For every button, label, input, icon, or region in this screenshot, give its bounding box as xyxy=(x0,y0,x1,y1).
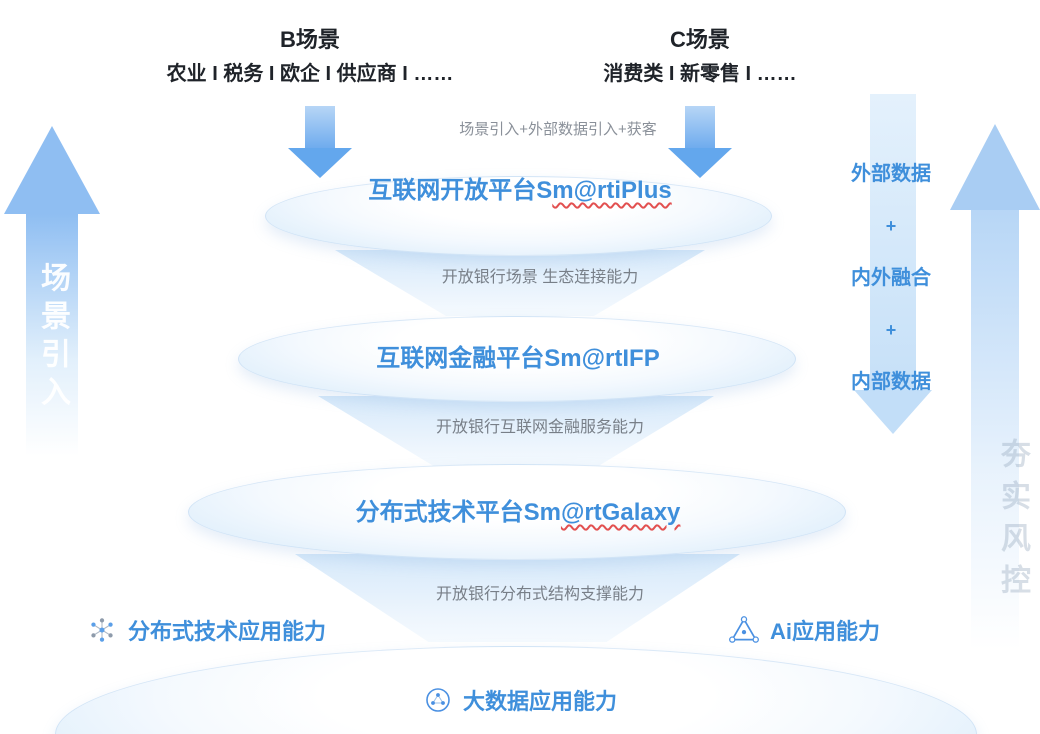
platform-title-smartgalaxy: 分布式技术平台Sm@rtGalaxy xyxy=(190,492,846,527)
data-flow-down-arrow-icon xyxy=(854,94,932,434)
internal-data-label: 内部数据 xyxy=(851,371,931,393)
data-flow-labels: 外部数据 + 内外融合 + 内部数据 xyxy=(826,160,956,396)
platform-title-smartifp: 互联网金融平台Sm@rtIFP xyxy=(240,338,796,373)
bigdata-icon xyxy=(426,688,450,712)
bigdata-capability-label: 大数据应用能力 xyxy=(462,689,618,714)
c-down-arrow-icon xyxy=(668,106,732,178)
platform-disc-3 xyxy=(188,464,846,560)
distributed-tech-capability-label: 分布式技术应用能力 xyxy=(128,619,327,644)
distributed-tech-capability: 分布式技术应用能力 xyxy=(86,614,326,646)
platform-2-prefix: 互联网金融平台 xyxy=(376,345,545,372)
plus-sign: + xyxy=(885,320,897,340)
scene-intake-up-arrow-icon xyxy=(4,126,100,456)
ai-icon xyxy=(729,616,759,643)
platform-1-prefix: 互联网开放平台 xyxy=(368,177,537,204)
fusion-label: 内外融合 xyxy=(851,267,931,289)
b-scene-title: B场景 xyxy=(280,27,340,52)
platform-1-brand: S xyxy=(536,177,553,204)
platform-3-brand-underlined: @rtGalaxy xyxy=(560,499,681,526)
b-scene-subtitle: 农业 I 税务 I 欧企 I 供应商 I …… xyxy=(166,63,454,85)
platform-disc-1 xyxy=(265,176,772,256)
ai-capability: Ai应用能力 xyxy=(728,614,880,646)
capability-3-label: 开放银行分布式结构支撑能力 xyxy=(435,586,644,603)
platform-1-brand-underlined: m@rtiPlus xyxy=(552,177,672,204)
b-down-arrow-icon xyxy=(288,106,352,178)
risk-control-label: 夯实风控 xyxy=(996,438,1029,606)
capability-1-label: 开放银行场景 生态连接能力 xyxy=(441,269,639,286)
scene-intake-label: 场景引入 xyxy=(36,262,69,414)
bigdata-capability: 大数据应用能力 xyxy=(423,684,617,716)
ai-capability-label: Ai应用能力 xyxy=(770,619,881,644)
risk-control-up-arrow-icon xyxy=(950,124,1040,650)
c-scene-title: C场景 xyxy=(670,27,730,52)
platform-3-prefix: 分布式技术平台 xyxy=(355,499,524,526)
platform-2-brand: Sm@rtIFP xyxy=(544,345,660,372)
capability-2-label: 开放银行互联网金融服务能力 xyxy=(435,419,644,436)
c-scene-subtitle: 消费类 I 新零售 I …… xyxy=(603,63,797,85)
distributed-tech-icon xyxy=(91,618,113,642)
platform-disc-2 xyxy=(238,316,796,402)
platform-3-brand: Sm xyxy=(523,499,561,526)
platform-title-smartiplus: 互联网开放平台Sm@rtiPlus xyxy=(270,170,770,205)
plus-sign: + xyxy=(885,216,897,236)
flow-note: 场景引入+外部数据引入+获客 xyxy=(459,121,657,138)
external-data-label: 外部数据 xyxy=(851,163,931,185)
